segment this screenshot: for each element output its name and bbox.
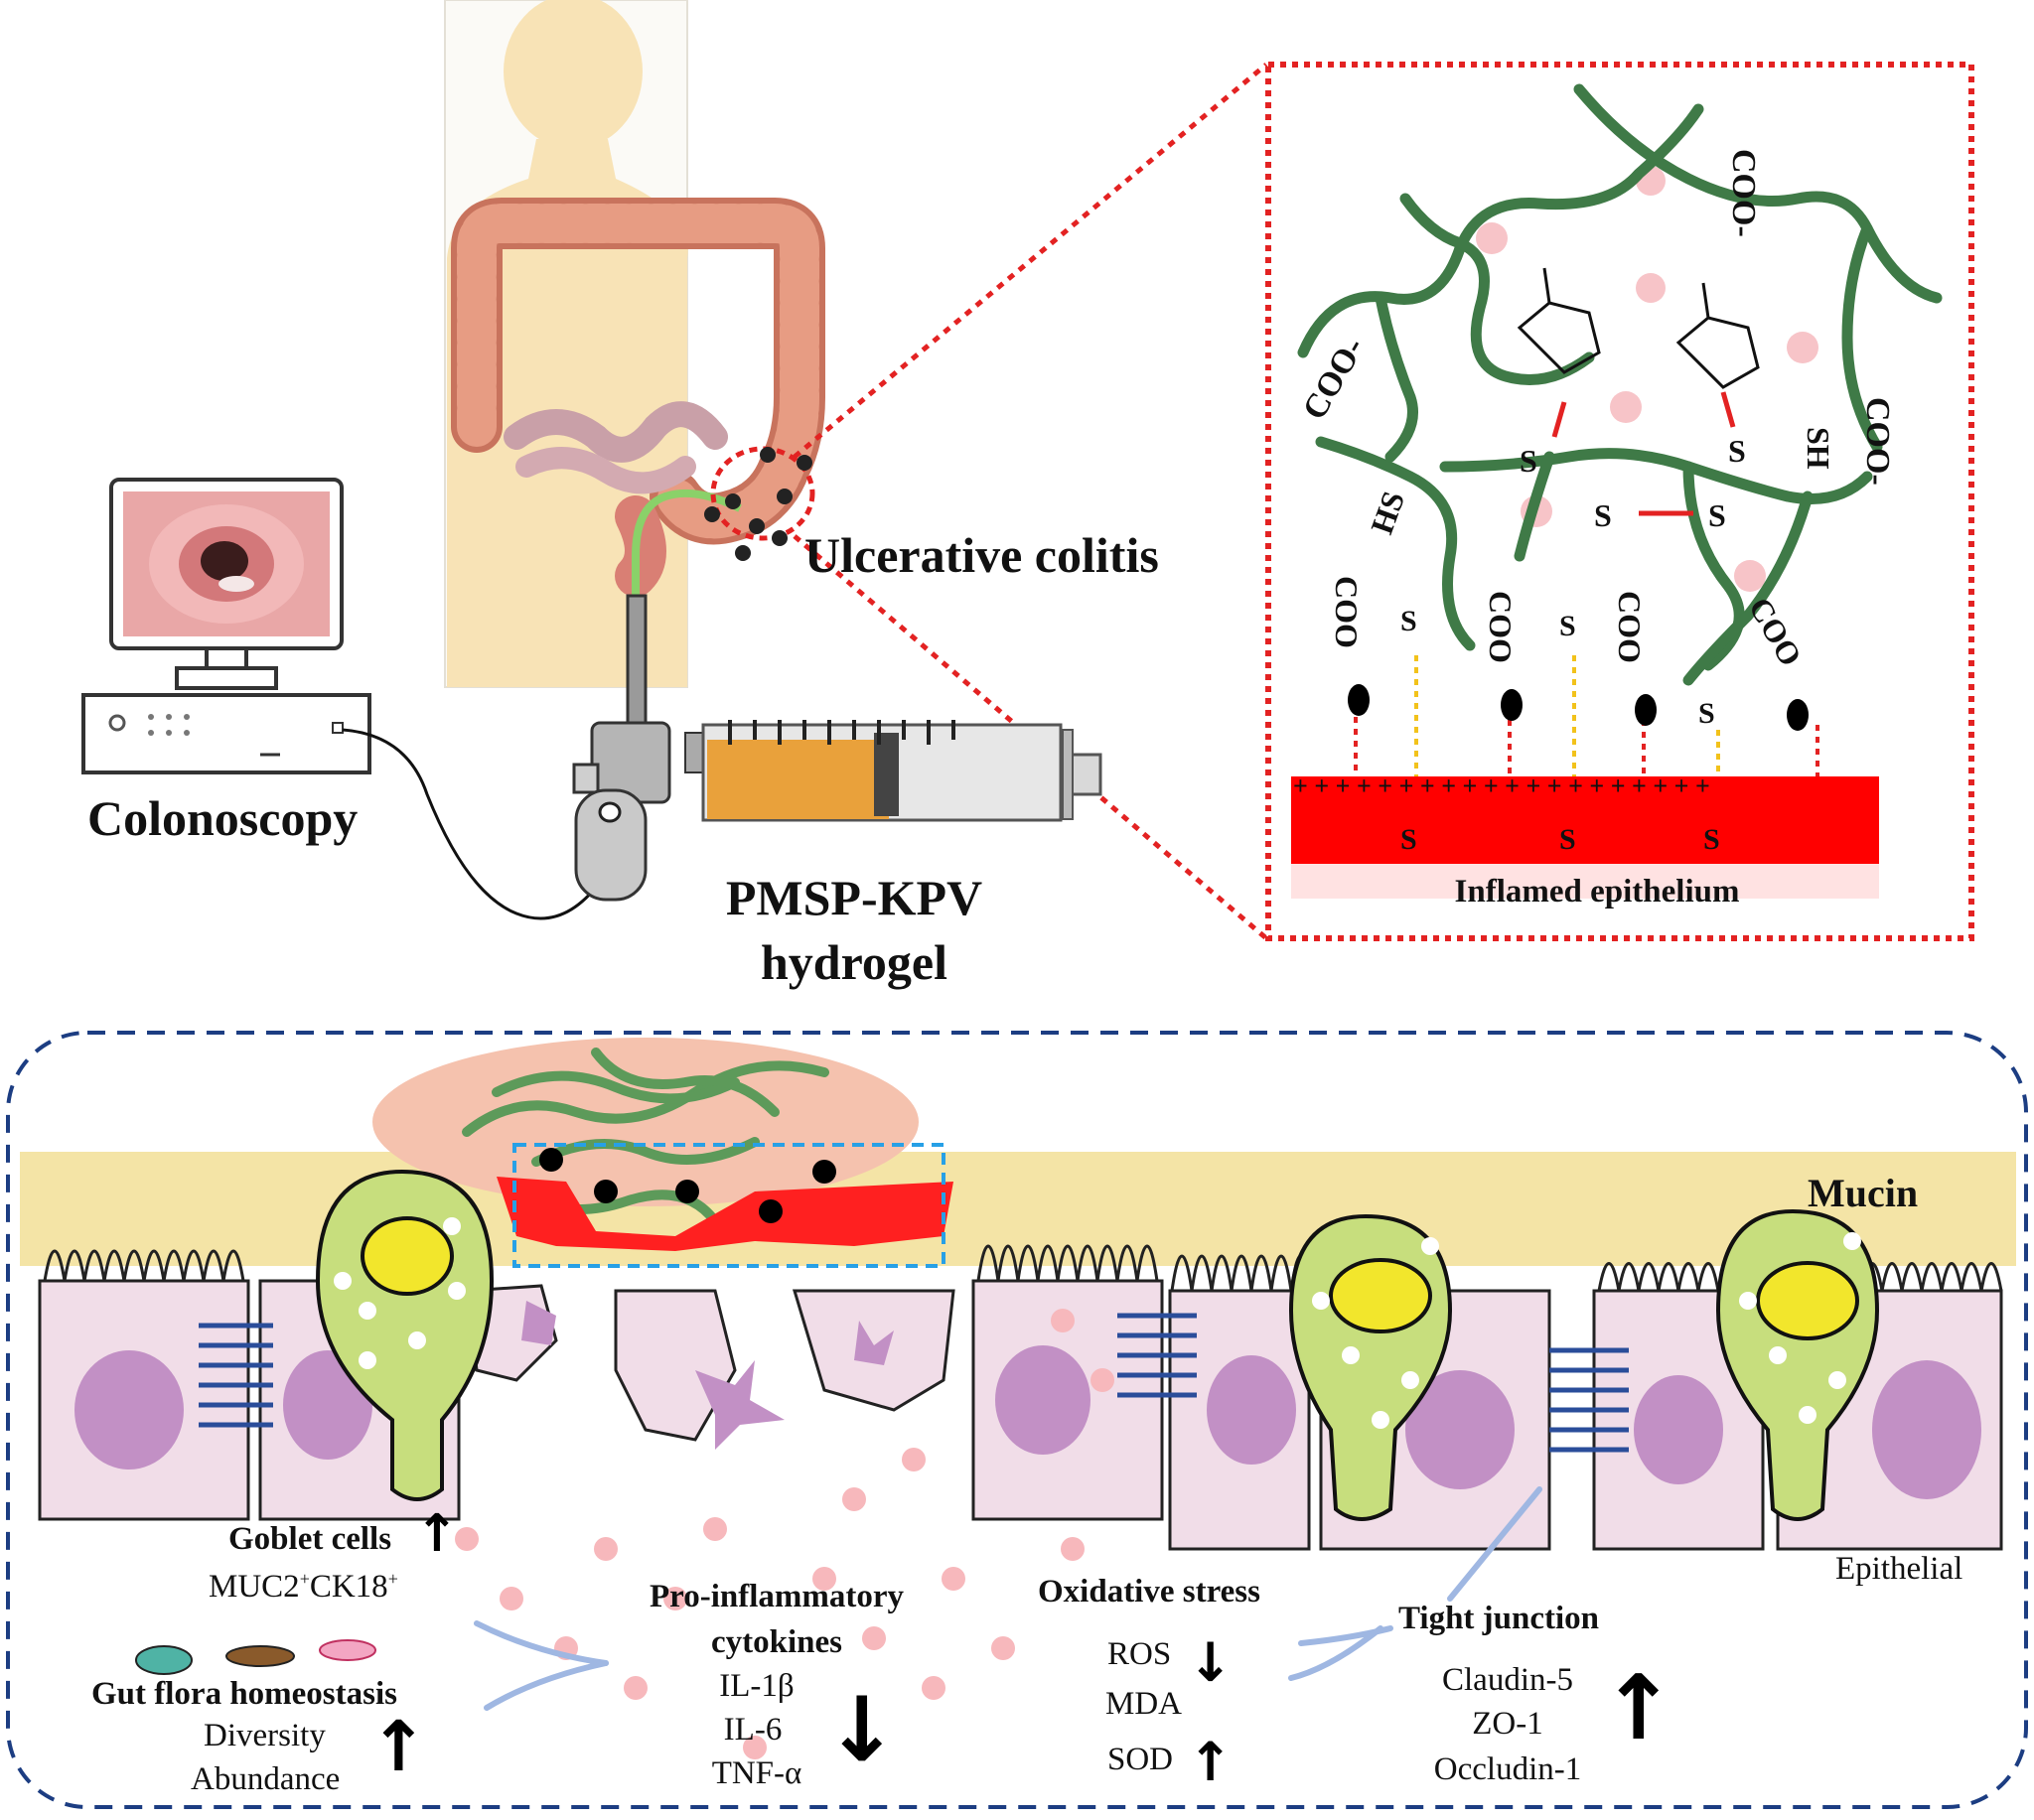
group-s-4: S <box>1708 497 1726 533</box>
epithelial-label: Epithelial <box>1835 1551 1963 1587</box>
patch-negative-charges <box>539 1148 836 1223</box>
hydrogel-label-line2: hydrogel <box>761 934 947 990</box>
inset-negative-bubbles <box>1348 684 1809 731</box>
group-s-e3: S <box>1703 823 1720 856</box>
group-s-b3: S <box>1698 697 1715 730</box>
oxidative-sod: SOD <box>1107 1742 1174 1777</box>
gut-microbes <box>135 1639 376 1675</box>
inflamed-epithelium-glow <box>1291 864 1879 899</box>
polymer-chains <box>1297 83 1943 686</box>
group-coo-b2: COO <box>1483 591 1519 663</box>
oxidative-ros: ROS <box>1107 1636 1172 1672</box>
cell-nuclei <box>74 1301 1981 1499</box>
cytokine-dots <box>455 1309 1114 1759</box>
inflamed-epithelium-bar <box>1291 776 1879 864</box>
group-s-3: S <box>1594 497 1612 533</box>
tj-claudin5: Claudin-5 <box>1442 1662 1573 1698</box>
goblet-marker: MUC2+CK18+ <box>209 1569 398 1606</box>
negative-charge-dots <box>704 447 812 561</box>
syringe <box>684 720 1102 822</box>
zoom-line-top <box>793 63 1268 459</box>
goblet-marker-muc2: MUC2 <box>209 1569 300 1605</box>
oxidative-mda: MDA <box>1105 1686 1183 1722</box>
epithelium-charges: + + + + + + + + + + + + + + + + + + + + <box>1293 771 1710 800</box>
inflamed-epithelium-label: Inflamed epithelium <box>1454 874 1740 910</box>
oxidative-stress-title: Oxidative stress <box>1038 1574 1260 1610</box>
goblet-marker-ck18: CK18 <box>309 1569 388 1605</box>
microvilli <box>43 1244 2003 1292</box>
sod-up-arrow-icon: ↑ <box>1188 1731 1234 1793</box>
goblet-cells-title: Goblet cells <box>228 1521 392 1557</box>
inflamed-site-patch <box>497 1177 953 1251</box>
hydrogel-blob <box>372 1038 919 1206</box>
group-coo-b1: COO <box>1329 576 1365 648</box>
tj-occludin1: Occludin-1 <box>1433 1751 1582 1787</box>
group-coo-right: COO- <box>1859 397 1896 486</box>
group-s-e1: S <box>1400 823 1417 856</box>
hydrogel-label-line1: PMSP-KPV <box>725 870 983 925</box>
flow-arrows <box>474 1486 1542 1711</box>
group-s-1: S <box>1520 443 1537 479</box>
group-sh-right: SH <box>1801 427 1836 470</box>
colonoscopy-console <box>81 693 621 920</box>
tj-zo1: ZO-1 <box>1472 1706 1543 1742</box>
disulfide-bonds <box>1551 391 1736 516</box>
mechanism-panel <box>6 1031 2028 1809</box>
tight-junctions <box>199 1313 1629 1453</box>
cytokines-title-line2: cytokines <box>711 1624 842 1660</box>
group-s-e2: S <box>1559 823 1576 856</box>
ulcerative-colitis-label: Ulcerative colitis <box>804 527 1159 583</box>
goblet-granules <box>334 1217 1861 1429</box>
group-coo-b3: COO <box>1612 591 1648 663</box>
goblet-cells <box>315 1169 1880 1521</box>
colonoscopy-monitor <box>109 478 344 690</box>
cytokine-tnfa: TNF-α <box>711 1755 802 1791</box>
group-s-b1: S <box>1400 605 1417 637</box>
colonoscopy-label: Colonoscopy <box>87 790 359 846</box>
cytokine-il1b: IL-1β <box>719 1668 795 1704</box>
goblet-marker-sup2: + <box>387 1569 398 1589</box>
gut-flora-up-arrow-icon: ↑ <box>369 1706 428 1787</box>
gut-flora-title: Gut flora homeostasis <box>91 1676 397 1712</box>
gut-flora-item-abundance: Abundance <box>191 1761 341 1797</box>
hydrogel-inset: COO- COO- COO- HS SH S S S S COO COO COO… <box>1265 62 1974 941</box>
ros-down-arrow-icon: ↓ <box>1188 1631 1234 1694</box>
cytokines-title-line1: Pro-inflammatory <box>650 1579 904 1614</box>
cytokines-down-arrow-icon: ↓ <box>824 1678 900 1782</box>
tight-junction-title: Tight junction <box>1398 1601 1600 1636</box>
mucin-label: Mucin <box>1808 1171 1919 1215</box>
cytokine-il6: IL-6 <box>723 1712 783 1748</box>
group-coo-top: COO- <box>1725 149 1762 237</box>
tight-junction-up-arrow-icon: ↑ <box>1601 1656 1676 1760</box>
lesion-marker <box>710 446 815 541</box>
group-s-b2: S <box>1559 610 1576 642</box>
goblet-up-arrow-icon: ↑ <box>415 1504 459 1564</box>
goblet-marker-sup1: + <box>299 1569 310 1589</box>
maleimide-rings <box>1517 267 1760 389</box>
body-panel <box>444 0 1268 940</box>
adhesion-zoom-box <box>512 1143 945 1268</box>
gut-flora-item-diversity: Diversity <box>204 1718 326 1753</box>
group-s-2: S <box>1728 433 1746 469</box>
colonoscope-handle <box>572 594 671 902</box>
